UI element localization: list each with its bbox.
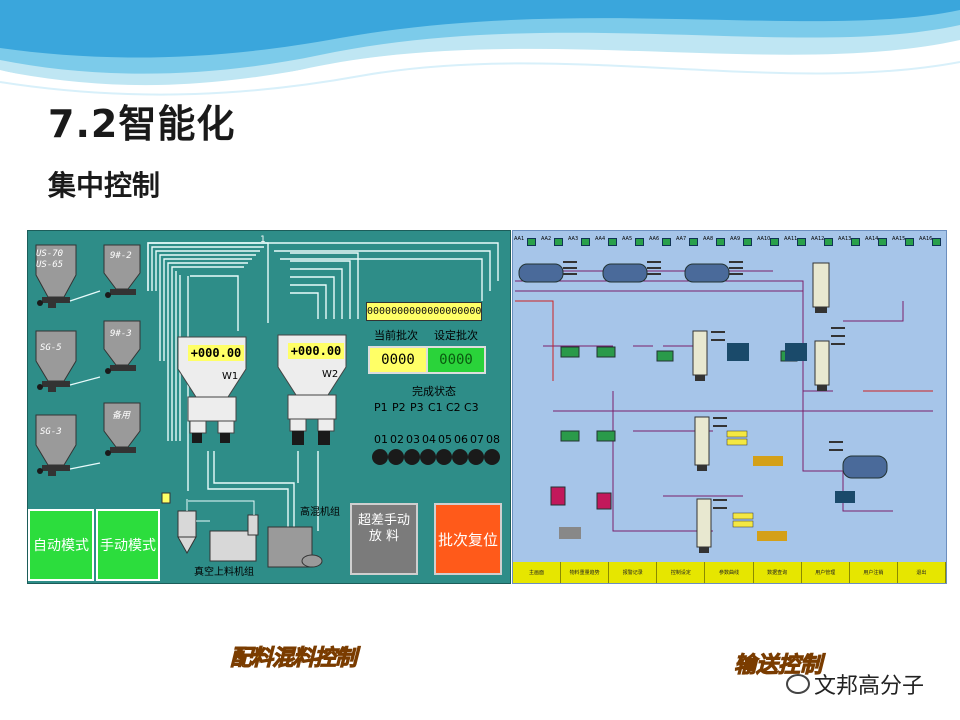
nav-item-6[interactable]: 用户管理 xyxy=(802,562,850,583)
status-label-c1: C1 xyxy=(428,401,443,414)
alarm-label: AA7 xyxy=(676,236,687,242)
process-piping-diagram xyxy=(35,242,499,568)
status-label-08: 08 xyxy=(486,433,500,446)
alarm-label: AA1 xyxy=(514,236,525,242)
watermark-text: 文邦高分子 xyxy=(814,674,925,699)
completion-status-title: 完成状态 xyxy=(412,385,456,398)
manual-mode-button[interactable]: 手动模式 xyxy=(96,509,160,581)
status-indicator xyxy=(372,449,388,465)
nav-item-3[interactable]: 控制设定 xyxy=(657,562,706,583)
status-indicator xyxy=(452,449,468,465)
nav-item-1[interactable]: 物料重量趋势 xyxy=(561,562,610,583)
status-label-p2: P2 xyxy=(392,401,406,414)
current-batch-value: 0000 xyxy=(368,346,428,374)
header-wave-decoration xyxy=(0,0,960,96)
scale-w2-readout: +000.00 xyxy=(288,343,344,359)
alarm-led xyxy=(689,238,698,246)
bin-label-spare: 备用 xyxy=(112,411,131,421)
bin-label-9-3: 9#-3 xyxy=(110,329,132,339)
alarm-label: AA10 xyxy=(757,236,771,242)
alarm-label: AA3 xyxy=(568,236,579,242)
navigation-bar: 主画面物料重量趋势报警记录控制设定参数曲线数据查询用户管理用户注销退出 xyxy=(513,562,946,583)
hopper-label-us: US-70 US-65 xyxy=(36,249,64,270)
alarm-led xyxy=(905,238,914,246)
alarm-label: AA8 xyxy=(703,236,714,242)
recipe-code-display: 00000000000000000000 xyxy=(366,302,482,321)
hopper-label-sg3: SG-3 xyxy=(40,427,62,437)
set-batch-input[interactable]: 0000 xyxy=(426,346,486,374)
conveying-process-diagram xyxy=(513,231,946,553)
batch-reset-button[interactable]: 批次复位 xyxy=(434,503,502,575)
status-label-p1: P1 xyxy=(374,401,388,414)
status-label-06: 06 xyxy=(454,433,468,446)
watermark: 文邦高分子 xyxy=(786,668,924,700)
set-batch-label: 设定批次 xyxy=(434,329,478,342)
slide-title: 7.2智能化 xyxy=(48,102,236,146)
alarm-label: AA13 xyxy=(838,236,852,242)
current-batch-label: 当前批次 xyxy=(374,329,418,342)
scale-w2-label: W2 xyxy=(322,369,339,380)
alarm-label: AA15 xyxy=(892,236,906,242)
alarm-led xyxy=(797,238,806,246)
status-label-07: 07 xyxy=(470,433,484,446)
alarm-led xyxy=(932,238,941,246)
alarm-led xyxy=(635,238,644,246)
status-label-p3: P3 xyxy=(410,401,424,414)
batching-control-screen: US-70 US-65 SG-5 SG-3 9#-2 9#-3 备用 1 +00… xyxy=(27,230,511,584)
over-tolerance-manual-release-button[interactable]: 超差手动 放 料 xyxy=(350,503,418,575)
status-indicator xyxy=(468,449,484,465)
scale-w1-label: W1 xyxy=(222,371,239,382)
alarm-label: AA9 xyxy=(730,236,741,242)
caption-batching-mixing: 配料混料控制 xyxy=(229,645,357,672)
alarm-led xyxy=(878,238,887,246)
line-marker: 1 xyxy=(260,235,266,245)
status-label-02: 02 xyxy=(390,433,404,446)
slide-subtitle: 集中控制 xyxy=(48,169,161,202)
bin-label-9-2: 9#-2 xyxy=(110,251,132,261)
alarm-label: AA12 xyxy=(811,236,825,242)
status-indicator xyxy=(404,449,420,465)
nav-item-7[interactable]: 用户注销 xyxy=(850,562,898,583)
status-indicator xyxy=(388,449,404,465)
hopper-label-sg5: SG-5 xyxy=(40,343,62,353)
alarm-led xyxy=(608,238,617,246)
nav-item-0[interactable]: 主画面 xyxy=(513,562,562,583)
alarm-led xyxy=(527,238,536,246)
conveying-control-screen: 主画面物料重量趋势报警记录控制设定参数曲线数据查询用户管理用户注销退出 AA1 A… xyxy=(512,230,947,584)
alarm-label: AA4 xyxy=(595,236,606,242)
nav-item-8[interactable]: 退出 xyxy=(898,562,946,583)
wechat-icon xyxy=(786,674,810,694)
status-label-03: 03 xyxy=(406,433,420,446)
nav-item-2[interactable]: 报警记录 xyxy=(609,562,658,583)
alarm-label: AA2 xyxy=(541,236,552,242)
nav-item-5[interactable]: 数据查询 xyxy=(754,562,802,583)
alarm-label: AA6 xyxy=(649,236,660,242)
status-label-05: 05 xyxy=(438,433,452,446)
status-indicator xyxy=(484,449,500,465)
scale-w1-readout: +000.00 xyxy=(188,345,244,361)
alarm-led xyxy=(743,238,752,246)
alarm-led xyxy=(554,238,563,246)
status-label-c3: C3 xyxy=(464,401,479,414)
nav-item-4[interactable]: 参数曲线 xyxy=(705,562,754,583)
status-indicator xyxy=(436,449,452,465)
alarm-label: AA16 xyxy=(919,236,933,242)
alarm-led xyxy=(716,238,725,246)
auto-mode-button[interactable]: 自动模式 xyxy=(28,509,94,581)
mixer-group-label: 高混机组 xyxy=(300,507,340,518)
alarm-led xyxy=(824,238,833,246)
alarm-label: AA14 xyxy=(865,236,879,242)
status-indicator xyxy=(420,449,436,465)
status-label-04: 04 xyxy=(422,433,436,446)
status-label-01: 01 xyxy=(374,433,388,446)
alarm-led xyxy=(851,238,860,246)
alarm-label: AA11 xyxy=(784,236,798,242)
vacuum-loader-label: 真空上料机组 xyxy=(194,567,254,578)
alarm-label: AA5 xyxy=(622,236,633,242)
alarm-led xyxy=(581,238,590,246)
alarm-led xyxy=(662,238,671,246)
alarm-led xyxy=(770,238,779,246)
caption-conveying: 输送控制 xyxy=(733,652,823,679)
status-label-c2: C2 xyxy=(446,401,461,414)
